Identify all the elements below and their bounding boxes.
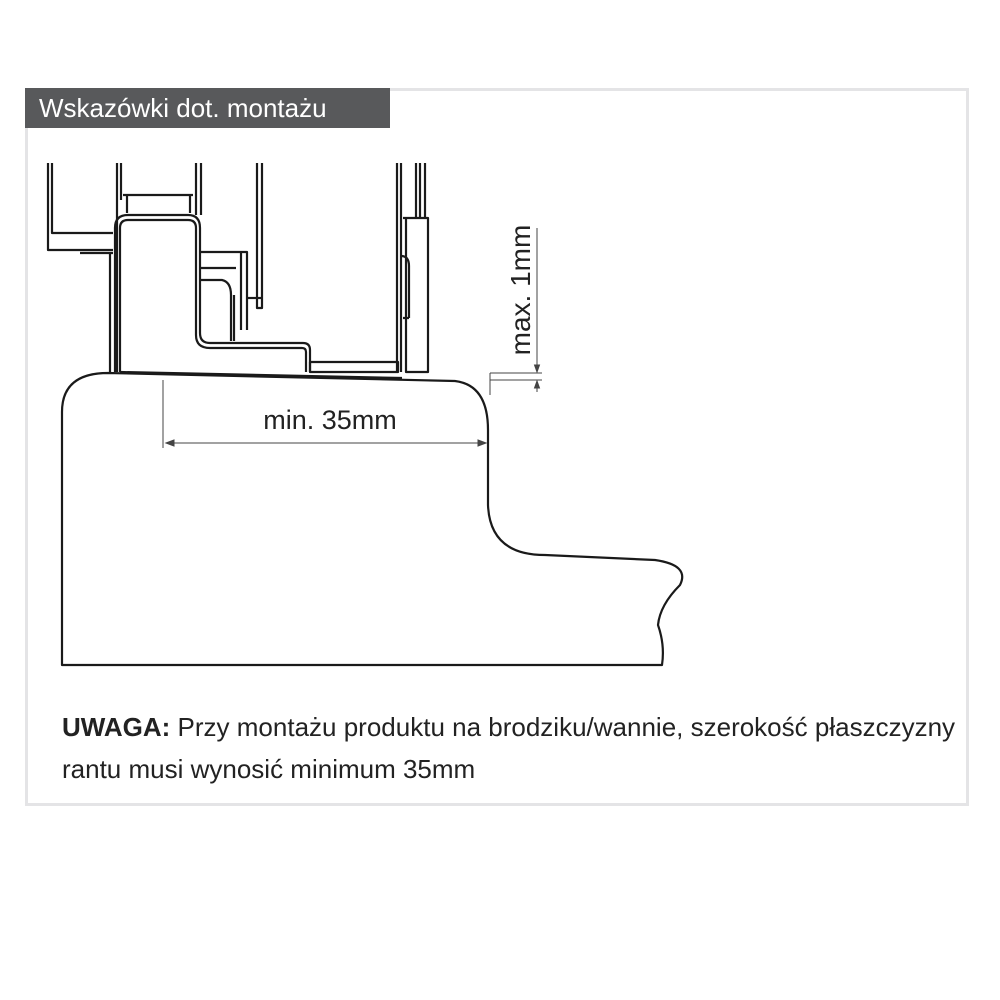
- dimension-lines: [162, 228, 542, 448]
- gap-dimension-label: max. 1mm: [505, 225, 536, 356]
- glass-profile-assembly: [46, 163, 430, 380]
- gap-arrowheads: [533, 364, 541, 389]
- width-arrowheads: [164, 439, 488, 447]
- content-frame: [25, 88, 969, 806]
- section-title: Wskazówki dot. montażu: [25, 88, 390, 128]
- installation-note: UWAGA: Przy montażu produktu na brodziku…: [62, 706, 962, 790]
- shower-tray-profile: [60, 371, 684, 667]
- note-text: Przy montażu produktu na brodziku/wannie…: [62, 712, 956, 784]
- width-dimension-label: min. 35mm: [263, 405, 397, 435]
- note-label: UWAGA:: [62, 712, 171, 742]
